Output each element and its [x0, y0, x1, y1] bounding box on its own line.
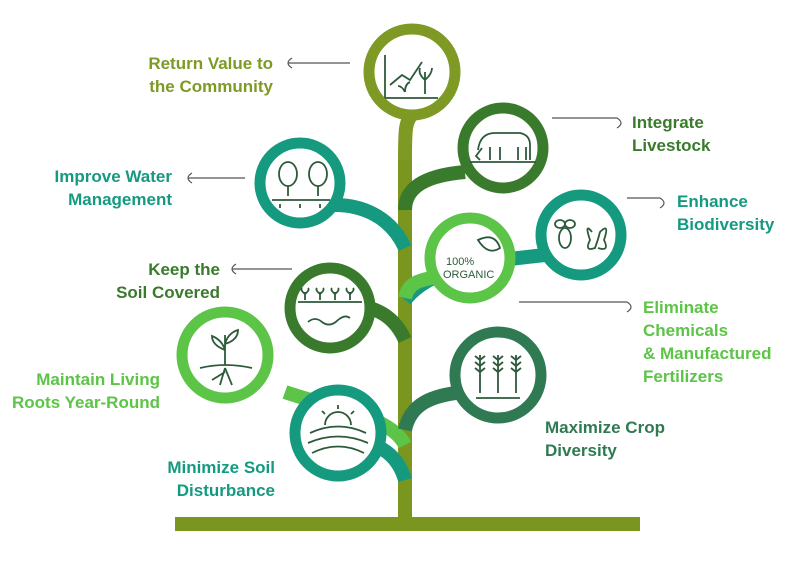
connector-livestock: [552, 117, 622, 129]
label-line: Maintain Living: [36, 370, 160, 389]
circle-chemicals: 100% ORGANIC: [424, 212, 516, 304]
label-improve-water: Improve Water Management: [55, 165, 172, 211]
label-line: & Manufactured: [643, 344, 772, 363]
label-line: Chemicals: [643, 321, 729, 340]
circle-crop-diversity: [449, 326, 547, 424]
label-line: Disturbance: [176, 481, 275, 500]
label-integrate-livestock: Integrate Livestock: [632, 111, 710, 157]
wheat-crops-icon: [474, 355, 522, 399]
organic-percent: 100%: [446, 256, 474, 268]
label-maintain-roots: Maintain Living Roots Year-Round: [12, 368, 160, 414]
label-line: Integrate: [632, 113, 704, 132]
label-line: Return Value to: [148, 54, 273, 73]
label-line: Diversity: [545, 441, 617, 460]
label-line: Improve Water: [54, 167, 172, 186]
sprout-roots-icon: [199, 328, 253, 386]
irrigation-trees-icon: [272, 161, 330, 208]
branch-livestock: [398, 165, 466, 211]
connector-soil-covered: [231, 263, 292, 275]
connector-biodiversity: [627, 197, 665, 209]
growth-chart-icon: [384, 55, 438, 99]
label-line: Minimize Soil: [167, 458, 275, 477]
label-line: Maximize Crop: [545, 418, 665, 437]
circle-soil-covered: [284, 262, 376, 354]
ground-bar: [175, 517, 640, 531]
label-eliminate-chemicals: Eliminate Chemicals & Manufactured Ferti…: [643, 296, 771, 388]
label-line: Keep the: [148, 260, 220, 279]
label-maximize-diversity: Maximize Crop Diversity: [545, 416, 665, 462]
label-line: Livestock: [632, 136, 711, 155]
label-line: Eliminate: [643, 298, 719, 317]
cow-icon: [470, 132, 536, 163]
label-line: Biodiversity: [677, 215, 775, 234]
circle-biodiversity: [535, 189, 627, 281]
label-keep-soil-covered: Keep the Soil Covered: [116, 258, 220, 304]
label-line: Roots Year-Round: [12, 393, 160, 412]
label-line: the Community: [149, 77, 273, 96]
sunrise-fields-icon: [307, 405, 369, 454]
connector-lines: [187, 57, 665, 313]
circle-water: [254, 137, 346, 229]
label-line: Management: [68, 190, 172, 209]
label-line: Soil Covered: [116, 283, 220, 302]
label-line: Fertilizers: [643, 367, 724, 386]
label-line: Enhance: [677, 192, 748, 211]
bee-butterfly-icon: [554, 219, 608, 250]
circle-disturbance: [289, 384, 387, 482]
label-return-value: Return Value to the Community: [148, 52, 273, 98]
circle-roots: [176, 306, 274, 404]
organic-leaf-icon: 100% ORGANIC: [443, 236, 502, 281]
connector-return-value: [287, 57, 350, 69]
branch-water: [334, 198, 412, 252]
connector-water: [187, 172, 245, 184]
label-enhance-biodiversity: Enhance Biodiversity: [677, 190, 774, 236]
branch-chemicals: [398, 271, 434, 300]
circle-livestock: [457, 102, 549, 194]
circle-return-value: [363, 23, 461, 121]
label-minimize-disturbance: Minimize Soil Disturbance: [167, 456, 275, 502]
soil-worm-icon: [298, 287, 362, 326]
organic-word: ORGANIC: [443, 269, 494, 281]
connector-chemicals: [519, 301, 632, 313]
